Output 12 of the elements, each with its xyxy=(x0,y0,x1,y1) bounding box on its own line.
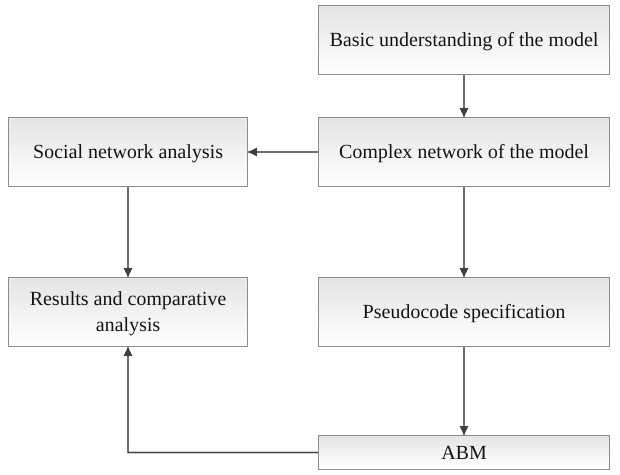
arrow xyxy=(460,347,468,435)
arrow xyxy=(248,148,318,156)
arrow xyxy=(460,187,468,277)
arrow xyxy=(124,187,132,277)
process-box: Basic understanding of the model xyxy=(318,5,610,75)
process-box: Social network analysis xyxy=(8,117,248,187)
process-box: Pseudocode specification xyxy=(318,277,610,347)
process-box: Results and comparative analysis xyxy=(8,277,248,347)
arrow xyxy=(460,75,468,117)
process-box: ABM xyxy=(318,435,610,470)
process-box: Complex network of the model xyxy=(318,117,610,187)
arrow xyxy=(124,347,318,454)
